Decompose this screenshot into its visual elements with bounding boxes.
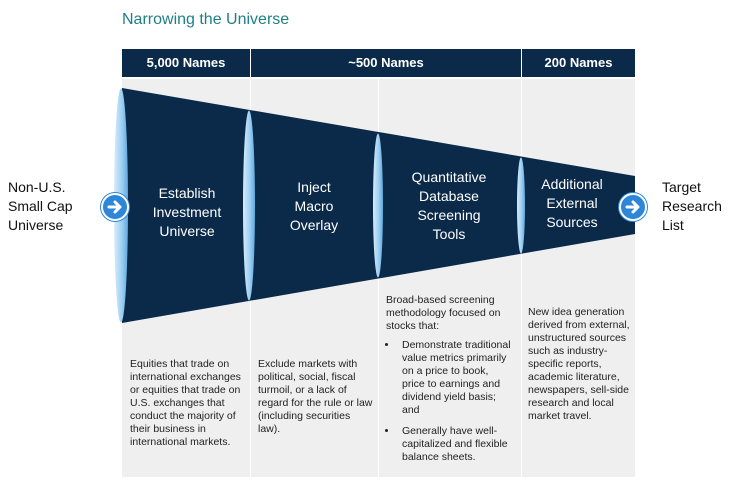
description-establish: Equities that trade on international exc… [130, 358, 241, 448]
funnel-lens [517, 157, 525, 254]
funnel-lens [373, 133, 383, 278]
column-separator [521, 79, 522, 477]
description-quantitative: Broad-based screening methodology focuse… [386, 294, 514, 472]
source-label: Non-U.S. Small Cap Universe [8, 179, 73, 233]
diagram-title: Narrowing the Universe [122, 11, 290, 28]
header-200-names: 200 Names [544, 55, 613, 70]
stage-establish-investment-universe: Establish Investment Universe [152, 185, 222, 239]
list-item: Demonstrate traditional value metrics pr… [398, 339, 514, 417]
header-500-names: ~500 Names [348, 55, 424, 70]
arrow-right-circle-icon [619, 193, 647, 221]
description-external-sources: New idea generation derived from externa… [528, 306, 630, 422]
stage-inject-macro-overlay: Inject Macro Overlay [289, 179, 339, 233]
list-item: Generally have well-capitalized and flex… [398, 425, 514, 464]
arrow-right-circle-icon [101, 193, 129, 221]
header-divider [521, 49, 522, 77]
stage-additional-external-sources: Additional External Sources [541, 176, 603, 230]
header-divider [250, 49, 251, 77]
target-label: Target Research List [662, 179, 722, 233]
funnel-lens [243, 110, 255, 301]
header-5000-names: 5,000 Names [146, 55, 226, 70]
stage-quantitative-screening: Quantitative Database Screening Tools [411, 169, 487, 242]
description-macro-overlay: Exclude markets with political, social, … [258, 358, 373, 435]
header-bar [122, 49, 635, 77]
